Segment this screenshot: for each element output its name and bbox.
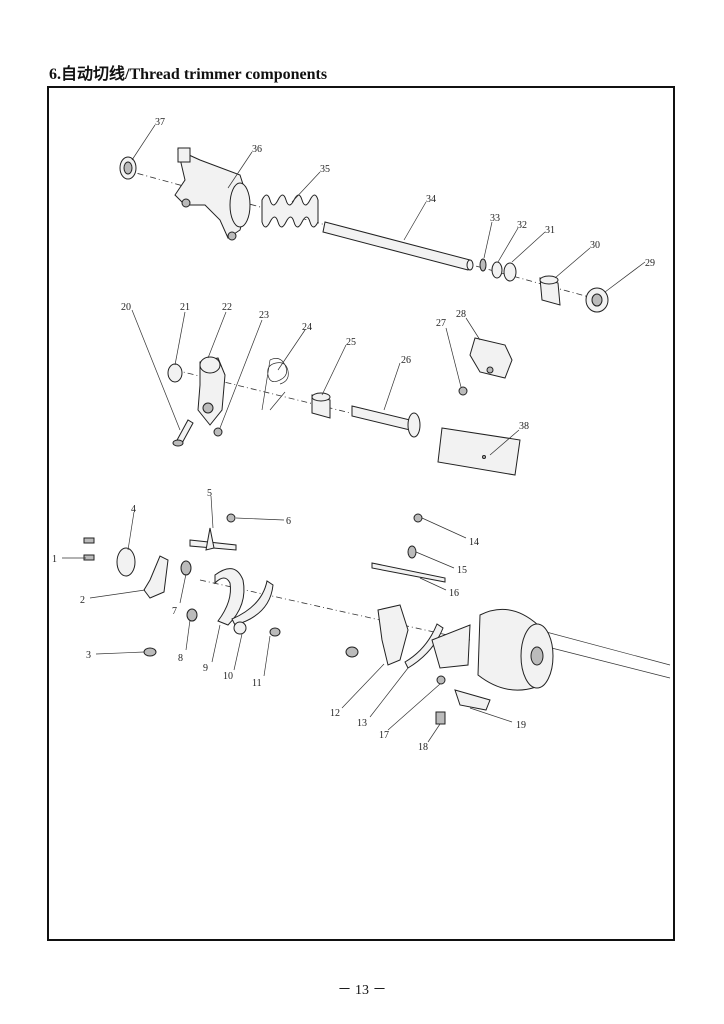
callout-32: 32 [517, 220, 527, 231]
callout-15: 15 [457, 565, 467, 576]
page-number: － 13 － [337, 983, 387, 998]
callout-9: 9 [203, 663, 208, 674]
callout-14: 14 [469, 537, 479, 548]
shaft-assembly [119, 147, 609, 313]
leader-lines [62, 124, 646, 743]
callout-2: 2 [80, 595, 85, 606]
callout-20: 20 [121, 302, 131, 313]
callout-37: 37 [155, 117, 165, 128]
callout-23: 23 [259, 310, 269, 321]
callout-31: 31 [545, 225, 555, 236]
callout-16: 16 [449, 588, 459, 599]
callout-5: 5 [207, 488, 212, 499]
callout-labels: 1 2 3 4 5 6 7 8 9 10 11 12 13 14 15 16 1… [52, 117, 655, 753]
callout-8: 8 [178, 653, 183, 664]
callout-38: 38 [519, 421, 529, 432]
callout-11: 11 [252, 678, 262, 689]
callout-6: 6 [286, 516, 291, 527]
trimmer-assembly [83, 513, 671, 725]
callout-25: 25 [346, 337, 356, 348]
callout-21: 21 [180, 302, 190, 313]
callout-19: 19 [516, 720, 526, 731]
callout-26: 26 [401, 355, 411, 366]
diagram-frame [47, 86, 675, 941]
callout-35: 35 [320, 164, 330, 175]
page-title: 6.自动切线/Thread trimmer components [49, 66, 328, 83]
callout-34: 34 [426, 194, 436, 205]
lever-assembly [167, 337, 521, 476]
callout-3: 3 [86, 650, 91, 661]
callout-22: 22 [222, 302, 232, 313]
callout-17: 17 [379, 730, 389, 741]
callout-10: 10 [223, 671, 233, 682]
callout-28: 28 [456, 309, 466, 320]
callout-36: 36 [252, 144, 262, 155]
callout-27: 27 [436, 318, 446, 329]
callout-13: 13 [357, 718, 367, 729]
callout-30: 30 [590, 240, 600, 251]
callout-4: 4 [131, 504, 136, 515]
callout-12: 12 [330, 708, 340, 719]
callout-1: 1 [52, 554, 57, 565]
callout-18: 18 [418, 742, 428, 753]
callout-7: 7 [172, 606, 177, 617]
callout-29: 29 [645, 258, 655, 269]
callout-33: 33 [490, 213, 500, 224]
callout-24: 24 [302, 322, 312, 333]
